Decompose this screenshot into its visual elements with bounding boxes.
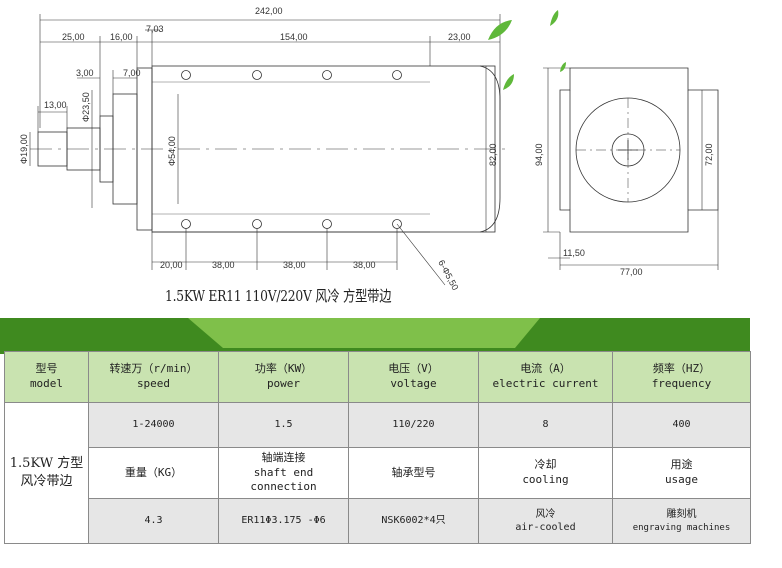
dim-23: 23,00 (448, 32, 471, 42)
header-frequency: 频率（HZ） frequency (612, 351, 751, 403)
spec-table-grid: 型号 model 转速万（r/min） speed 功率（KW） power 电… (4, 351, 751, 544)
header-power: 功率（KW） power (218, 351, 349, 403)
header-shaft: 轴端连接 shaft end connection (218, 447, 349, 499)
header-cooling-en: cooling (522, 473, 569, 486)
header-weight-zh: 重量（KG） (124, 465, 183, 479)
drawing-svg: 242,00 25,00 16,00 7,03 154,00 23,00 3,0… (19, 6, 719, 292)
header-speed: 转速万（r/min） speed (88, 351, 219, 403)
value-cooling-zh: 风冷 (535, 508, 556, 520)
header-current-en: electric current (492, 377, 599, 390)
leaf-decoration-group (488, 10, 566, 90)
value-cooling: 风冷 air-cooled (478, 498, 613, 544)
header-weight: 重量（KG） (88, 447, 219, 499)
header-voltage: 电压（V） voltage (348, 351, 479, 403)
header-usage-zh: 用途 (670, 458, 693, 472)
dim-38c: 38,00 (353, 260, 376, 270)
value-weight-text: 4.3 (144, 515, 163, 527)
header-row-2: 重量（KG） 轴端连接 shaft end connection 轴承型号 冷却… (5, 447, 751, 499)
dim-38a: 38,00 (212, 260, 235, 270)
dim-94: 94,00 (534, 143, 544, 166)
value-usage-en: engraving machines (632, 522, 731, 533)
dim-7b: 7,00 (123, 68, 141, 78)
mount-holes-bottom (181, 219, 402, 229)
dim-38b: 38,00 (283, 260, 306, 270)
dim-3: 3,00 (76, 68, 94, 78)
value-shaft: ER11Φ3.175 -Φ6 (218, 498, 349, 544)
header-shaft-en: shaft end connection (250, 465, 317, 494)
dim-13: 13,00 (44, 100, 67, 110)
model-value-text: 1.5KW 方型 风冷带边 (9, 456, 84, 489)
value-cooling-en: air-cooled (515, 522, 576, 533)
header-usage: 用途 usage (612, 447, 751, 499)
dim-hole: 6-Φ5,50 (436, 258, 460, 292)
value-voltage: 110/220 (348, 402, 479, 448)
value-usage-zh: 雕刻机 (666, 509, 697, 521)
header-voltage-en: voltage (390, 377, 437, 390)
dim-19: Φ19,00 (19, 134, 29, 164)
header-current-zh: 电流（A） (520, 362, 571, 376)
value-frequency: 400 (612, 402, 751, 448)
model-value: 1.5KW 方型 风冷带边 (4, 402, 89, 544)
drawing-caption: 1.5KW ER11 110V/220V 风冷 方型带边 (165, 287, 392, 305)
value-current: 8 (478, 402, 613, 448)
header-bearing: 轴承型号 (348, 447, 479, 499)
header-power-en: power (266, 377, 301, 390)
dim-total-length: 242,00 (255, 6, 283, 16)
header-frequency-en: frequency (651, 377, 712, 390)
value-shaft-text: ER11Φ3.175 -Φ6 (241, 515, 326, 527)
leaf-icon (550, 10, 559, 26)
value-usage: 雕刻机 engraving machines (612, 498, 751, 544)
dim-77: 77,00 (620, 267, 643, 277)
header-model: 型号 model (4, 351, 89, 403)
dim-154: 154,00 (280, 32, 308, 42)
header-voltage-zh: 电压（V） (388, 362, 439, 376)
header-shaft-zh: 轴端连接 (261, 450, 306, 464)
leaf-icon (503, 74, 514, 90)
motor-rear-cap (479, 65, 501, 233)
value-weight: 4.3 (88, 498, 219, 544)
header-frequency-zh: 频率（HZ） (652, 362, 711, 376)
dim-82: 82,00 (488, 143, 498, 166)
mount-holes-top (181, 70, 402, 80)
end-view (559, 67, 719, 233)
value-speed: 1-24000 (88, 402, 219, 448)
header-power-zh: 功率（KW） (254, 362, 313, 376)
leaf-icon (560, 62, 566, 72)
header-bearing-zh: 轴承型号 (391, 465, 436, 479)
header-cooling: 冷却 cooling (478, 447, 613, 499)
dimension-lines (29, 14, 501, 286)
dim-7a: 7,03 (146, 24, 164, 34)
header-model-zh: 型号 (35, 362, 58, 376)
leaf-icon (488, 20, 512, 40)
value-row-1: 1.5KW 方型 风冷带边 1-24000 1.5 110/220 8 400 (4, 402, 751, 544)
spec-table: 型号 model 转速万（r/min） speed 功率（KW） power 电… (4, 351, 751, 568)
header-model-en: model (29, 377, 64, 390)
end-view-dimension-lines (543, 67, 719, 270)
dim-72: 72,00 (704, 143, 714, 166)
header-usage-en: usage (664, 473, 699, 486)
value-bearing: NSK6002*4只 (348, 498, 479, 544)
value-power: 1.5 (218, 402, 349, 448)
band-svg (0, 318, 750, 354)
dim-11-5: 11,50 (563, 248, 585, 258)
dim-25: 25,00 (62, 32, 85, 42)
header-current: 电流（A） electric current (478, 351, 613, 403)
header-row-1: 型号 model 转速万（r/min） speed 功率（KW） power 电… (4, 351, 751, 403)
technical-drawing: 242,00 25,00 16,00 7,03 154,00 23,00 3,0… (19, 6, 719, 305)
dim-23-5: Φ23,50 (81, 92, 91, 122)
value-bearing-text: NSK6002*4只 (381, 515, 446, 527)
value-row-2: 4.3 ER11Φ3.175 -Φ6 NSK6002*4只 风冷 air-coo… (5, 498, 751, 544)
dim-54: Φ54,00 (167, 136, 177, 166)
green-band (0, 318, 750, 354)
dim-20: 20,00 (160, 260, 183, 270)
header-speed-en: speed (136, 377, 171, 390)
header-speed-zh: 转速万（r/min） (109, 362, 198, 376)
header-cooling-zh: 冷却 (534, 458, 557, 472)
dim-16: 16,00 (110, 32, 133, 42)
